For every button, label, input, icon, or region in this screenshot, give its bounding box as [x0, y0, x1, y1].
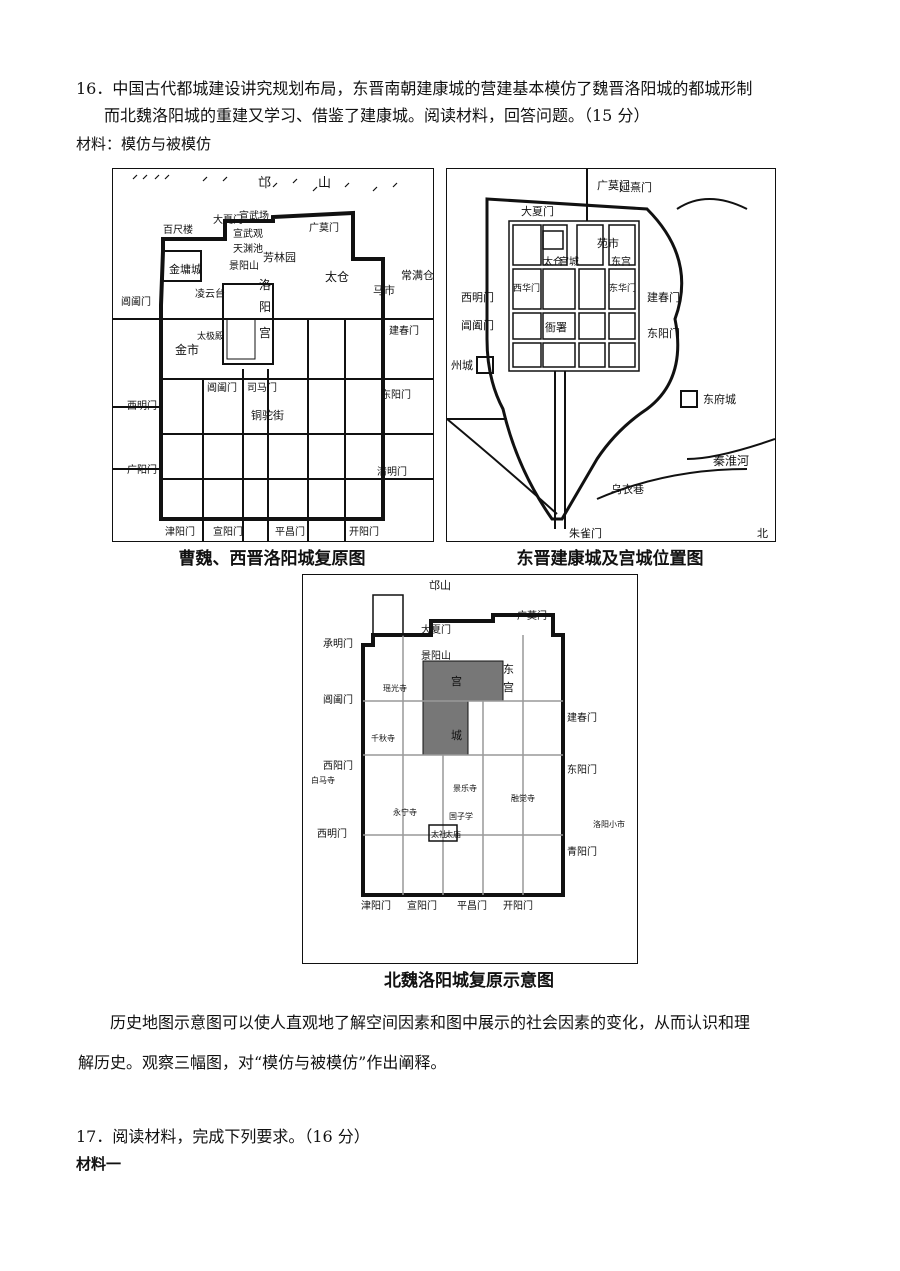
- gong-label: 宫: [259, 325, 271, 340]
- guangmomen-label: 广莫门: [309, 221, 339, 234]
- wuyixiang-label: 乌衣巷: [611, 482, 644, 496]
- gongcheng-label: 宫城: [559, 255, 579, 268]
- daxiamen-label-bw: 大夏门: [421, 623, 451, 636]
- ximingmen-label-jk: 西明门: [461, 290, 494, 304]
- jingyangshan-label: 景阳山: [229, 260, 259, 272]
- changhemen-label-jk: 阊阖门: [461, 318, 494, 332]
- chengmingmen-label: 承明门: [323, 637, 353, 650]
- zhoucheng-label: 州城: [451, 359, 473, 372]
- caption-luoyang-northern-wei: 北魏洛阳城复原示意图: [384, 971, 554, 991]
- jianchunmen-label-jk: 建春门: [647, 290, 680, 304]
- analysis-line-2: 解历史。观察三幅图，对“模仿与被模仿”作出阐释。: [78, 1053, 447, 1072]
- yashu-label: 衙署: [545, 321, 567, 334]
- analysis-line-1: 历史地图示意图可以使人直观地了解空间因素和图中展示的社会因素的变化，从而认识和理: [110, 1013, 751, 1032]
- gong2-label-bw: 宫: [503, 680, 514, 694]
- jianchunmen-label: 建春门: [389, 324, 419, 337]
- shan-label: 山: [318, 176, 331, 191]
- donghua-label: 东华门: [609, 282, 636, 294]
- qiansi-label: 千秋寺: [371, 733, 395, 743]
- guangmomen-label-bw: 广莫门: [517, 609, 547, 622]
- qinhuaihe-label: 秦淮河: [713, 454, 749, 468]
- zhuquemen-label: 朱雀门: [569, 526, 602, 540]
- xuanyangmen-label: 宣阳门: [213, 525, 243, 538]
- ximingmen-label: 西明门: [127, 399, 157, 412]
- ximingmen-label-bw: 西明门: [317, 827, 347, 840]
- pingchangmen-label-bw: 平昌门: [457, 899, 487, 912]
- guangmo-label: 广莫门: [597, 178, 630, 192]
- jingyangshan-label-bw: 景阳山: [421, 650, 451, 662]
- guozixue-label: 国子学: [449, 811, 473, 821]
- dongyangmen-label: 东阳门: [381, 388, 411, 401]
- dongyangmen-label-jk: 东阳门: [647, 326, 680, 340]
- guangyangmen-label: 广阳门: [127, 463, 157, 476]
- mang-label: 邙: [258, 176, 271, 191]
- donggong-label: 东宫: [611, 255, 631, 268]
- simamen-label: 司马门: [247, 381, 277, 394]
- q16-material-label: 材料：模仿与被模仿: [76, 135, 212, 153]
- tongtuojie-label: 铜驼街: [251, 408, 284, 422]
- map-jiankang: 广莫门 延熹门 大夏门 苑市 太仓 宫城 东宫 西明门 西华门 东华门 建春门 …: [446, 168, 776, 542]
- kaiyangmen-label: 开阳门: [349, 525, 379, 538]
- yaoguangsi-label: 瑶光寺: [383, 683, 407, 693]
- jinyongcheng-label: 金墉城: [169, 262, 202, 276]
- map-luoyang-wei-jin: 邙 山 大夏门 宣武场 宣武观 百尺楼 广莫门 天渊池 景阳山 芳林园: [112, 168, 434, 542]
- cheng-label-bw: 城: [451, 729, 462, 742]
- changheng-label: 常满仓: [401, 268, 433, 282]
- xuanwuchang-label: 宣武场: [239, 209, 269, 222]
- changhemen2-label: 阊阖门: [207, 381, 237, 394]
- qingyangmen-label: 青阳门: [567, 845, 597, 858]
- bei-label: 北: [757, 527, 768, 540]
- map-luoyang-northern-wei: 邙山 广莫门 大夏门 景阳山 承明门 宫 城 东 宫 瑶光寺 阊阖门 建春门 千…: [302, 574, 638, 964]
- yuanshi-label: 苑市: [597, 236, 619, 250]
- q16-line-2: 而北魏洛阳城的重建又学习、借鉴了建康城。阅读材料，回答问题。（15 分）: [104, 106, 650, 125]
- daxiamen-label: 大夏门: [213, 213, 243, 226]
- jinshi-label: 金市: [175, 342, 199, 357]
- rongjue-label: 融觉寺: [511, 793, 535, 803]
- yang-label: 阳: [259, 300, 271, 314]
- q17-line-1: 17．阅读材料，完成下列要求。（16 分）: [76, 1127, 370, 1146]
- q17-material-label: 材料一: [76, 1155, 122, 1173]
- luoyangxiaoshi-label: 洛阳小市: [593, 819, 625, 829]
- taishe-label: 太社: [431, 829, 447, 839]
- taijidian-label: 太极殿: [197, 330, 224, 342]
- daxiamen-label-jk: 大夏门: [521, 204, 554, 218]
- taimiao-label: 太庙: [445, 829, 461, 839]
- mashi-label: 马市: [373, 283, 395, 297]
- caption-jiankang: 东晋建康城及宫城位置图: [516, 549, 704, 569]
- lingyuntai-label: 凌云台: [195, 287, 225, 300]
- kaiyangmen-label-bw: 开阳门: [503, 899, 533, 912]
- fanglinyuan-label: 芳林园: [263, 250, 296, 264]
- luo-label: 洛: [259, 277, 271, 292]
- taicang-label-jk: 太仓: [543, 255, 563, 268]
- jianchunmen-label-bw: 建春门: [567, 711, 597, 724]
- xuanyangmen-label-bw: 宣阳门: [407, 899, 437, 912]
- mangshan-label: 邙山: [429, 578, 451, 592]
- yongningsi-label: 永宁寺: [393, 807, 417, 817]
- taicang-label: 太仓: [325, 269, 349, 284]
- tianyuanchi-label: 天渊池: [233, 242, 263, 255]
- xihua-label: 西华门: [513, 282, 540, 294]
- ximingmen-top-label: 西阳门: [323, 759, 353, 772]
- baichilou-label: 百尺楼: [163, 223, 193, 236]
- jinmen-label: 津阳门: [165, 525, 195, 538]
- dongfucheng-label: 东府城: [703, 392, 736, 406]
- q16-line-1: 16．中国古代都城建设讲究规划布局，东晋南朝建康城的营建基本模仿了魏晋洛阳城的都…: [76, 79, 753, 98]
- pingchangmen-label: 平昌门: [275, 525, 305, 538]
- qingmingmen-label: 清明门: [377, 465, 407, 478]
- changhemen-label: 阊阖门: [121, 295, 151, 308]
- dong-label-bw: 东: [503, 663, 514, 676]
- caption-luoyang-wei-jin: 曹魏、西晋洛阳城复原图: [178, 549, 366, 569]
- jingle-label: 景乐寺: [453, 783, 477, 793]
- gong-label-bw: 宫: [451, 674, 462, 688]
- yanxi-label: 延熹门: [619, 180, 652, 194]
- dongyangmen-label-bw: 东阳门: [567, 763, 597, 776]
- changhemen-label-bw: 阊阖门: [323, 693, 353, 706]
- xuanwuguan-label: 宣武观: [233, 227, 263, 240]
- jinmen-label-bw: 津阳门: [361, 899, 391, 912]
- baimasi-label: 白马寺: [311, 775, 335, 785]
